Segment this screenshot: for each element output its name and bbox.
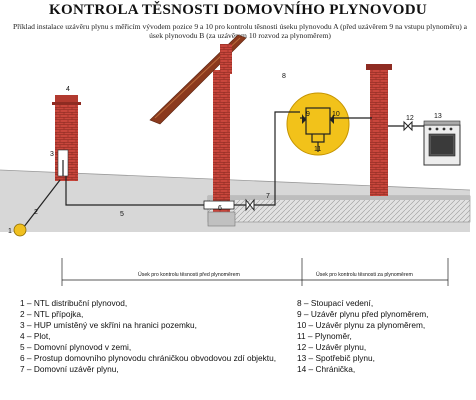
legend-item-11: 11 – Plynoměr,: [297, 331, 352, 341]
legend-item-14: 14 – Chránička,: [297, 364, 356, 374]
legend-item-6: 6 – Prostup domovního plynovodu chráničk…: [20, 353, 277, 363]
number-labels: 1 2 3 4 5 6 7 8 9 10 11 12 13: [8, 73, 442, 235]
wall-sleeve: [203, 200, 235, 210]
chimney: [366, 64, 392, 196]
label-4: 4: [66, 86, 70, 93]
distribution-main: [13, 223, 27, 237]
gas-meter-detail: [286, 92, 350, 156]
legend-item-4: 4 – Plot,: [20, 331, 51, 341]
foundation: [207, 195, 471, 223]
legend-item-10: 10 – Uzávěr plynu za plynoměrem,: [297, 320, 426, 330]
section-markers: [61, 258, 449, 286]
legend-item-3: 3 – HUP umístěný ve skříni na hranici po…: [20, 320, 197, 330]
legend-item-2: 2 – NTL přípojka,: [20, 309, 84, 319]
label-11: 11: [314, 146, 321, 153]
label-10: 10: [332, 111, 340, 118]
label-3: 3: [50, 151, 54, 158]
label-9: 9: [306, 111, 310, 118]
stove-valve: [403, 120, 413, 132]
legend-item-8: 8 – Stoupací vedení,: [297, 298, 374, 308]
label-2: 2: [34, 209, 38, 216]
label-7: 7: [266, 193, 270, 200]
label-8: 8: [282, 73, 286, 80]
legend-left: 1 – NTL distribuční plynovod, 2 – NTL př…: [20, 298, 288, 375]
legend-item-5: 5 – Domovní plynovod v zemi,: [20, 342, 132, 352]
label-6: 6: [218, 205, 222, 212]
gas-stove: [423, 120, 461, 166]
main-valve: [245, 198, 255, 212]
legend-item-1: 1 – NTL distribuční plynovod,: [20, 298, 128, 308]
diagram-title: KONTROLA TĚSNOSTI DOMOVNÍHO PLYNOVODU: [49, 2, 427, 18]
section-b-label: Úsek pro kontrolu těsnosti za plynoměrem: [316, 271, 413, 278]
label-12: 12: [406, 115, 414, 122]
legend-item-13: 13 – Spotřebič plynu,: [297, 353, 375, 363]
gas-pipeline: [19, 111, 424, 233]
label-1: 1: [8, 228, 12, 235]
legend-right: 8 – Stoupací vedení, 9 – Uzávěr plynu př…: [297, 298, 467, 375]
section-a-label: Úsek pro kontrolu těsnosti před plynoměr…: [138, 271, 240, 278]
legend-item-12: 12 – Uzávěr plynu,: [297, 342, 367, 352]
roof: [149, 34, 247, 125]
legend-item-7: 7 – Domovní uzávěr plynu,: [20, 364, 119, 374]
label-5: 5: [120, 211, 124, 218]
legend-item-9: 9 – Uzávěr plynu před plynoměrem,: [297, 309, 429, 319]
floor-slab: [208, 196, 470, 200]
fence: [52, 95, 81, 181]
label-13: 13: [434, 113, 442, 120]
house-wall: [207, 70, 236, 227]
